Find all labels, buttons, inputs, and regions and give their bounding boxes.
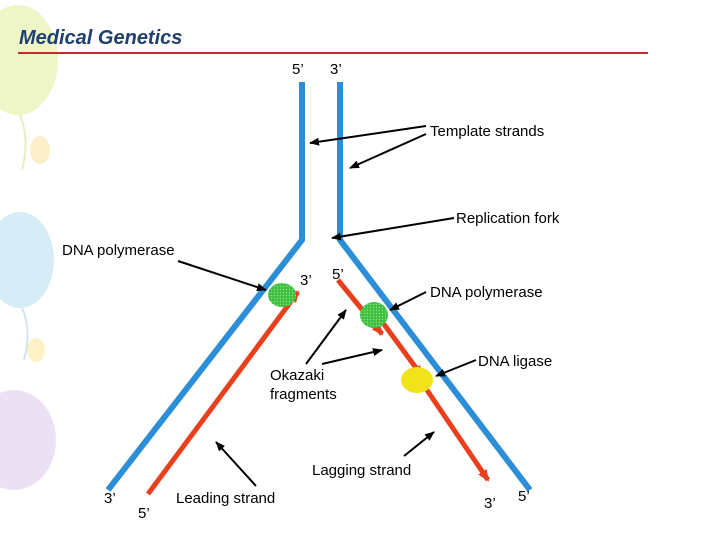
label-top-right-3prime: 3’ xyxy=(330,61,342,78)
pointer-arrow xyxy=(215,441,257,487)
pointer-arrow xyxy=(389,291,427,311)
label-leading-strand: Leading strand xyxy=(176,490,275,507)
label-dna-polymerase-left: DNA polymerase xyxy=(62,242,175,259)
label-bottom-left-3prime: 3’ xyxy=(104,490,116,507)
pointer-arrow xyxy=(403,431,435,457)
label-template-strands: Template strands xyxy=(430,123,544,140)
label-okazaki-line2: fragments xyxy=(270,386,337,403)
label-fork-right-5prime: 5’ xyxy=(332,266,344,283)
leading-strand xyxy=(145,290,301,496)
balloon-string xyxy=(19,114,27,171)
label-replication-fork: Replication fork xyxy=(456,210,560,227)
dna-polymerase-leading xyxy=(268,283,296,307)
slide-title: Medical Genetics xyxy=(19,27,183,49)
balloon-decoration xyxy=(0,5,58,115)
label-fork-left-3prime: 3’ xyxy=(300,272,312,289)
label-bottom-right-5prime: 5’ xyxy=(518,488,530,505)
pointer-arrow xyxy=(321,348,383,365)
balloon-decoration xyxy=(0,212,54,308)
label-dna-ligase: DNA ligase xyxy=(478,353,552,370)
label-top-left-5prime: 5’ xyxy=(292,61,304,78)
balloon-decoration xyxy=(30,136,50,164)
label-okazaki-line1: Okazaki xyxy=(270,367,324,384)
okazaki-fragment xyxy=(375,314,425,378)
balloon-string xyxy=(21,307,29,361)
balloon-decoration xyxy=(27,338,45,362)
pointer-arrow xyxy=(435,359,477,377)
pointer-arrow xyxy=(349,133,427,169)
label-dna-polymerase-right: DNA polymerase xyxy=(430,284,543,301)
pointer-arrow xyxy=(309,125,427,146)
pointer-arrow xyxy=(331,217,455,241)
title-rule xyxy=(18,52,648,54)
label-bottom-right-3prime: 3’ xyxy=(484,495,496,512)
pointer-arrow xyxy=(177,260,267,291)
template-strand-left xyxy=(105,82,305,492)
pointer-arrow xyxy=(305,309,347,365)
label-lagging-strand: Lagging strand xyxy=(312,462,411,479)
dna-polymerase-lagging xyxy=(360,302,388,328)
dna-ligase xyxy=(401,367,433,393)
balloon-decoration xyxy=(0,390,56,490)
label-bottom-left-5prime: 5’ xyxy=(138,505,150,522)
dna-replication-diagram: 5’ 3’ 3’ 5’ 3’ 5’ 3’ 5’ Template strands… xyxy=(62,61,560,522)
